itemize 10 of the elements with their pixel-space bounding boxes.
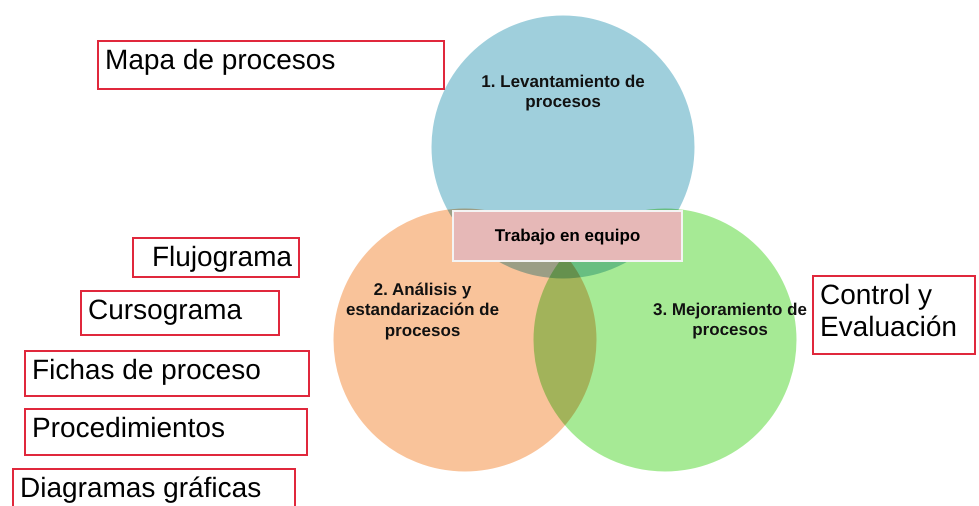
- outlined-label: Diagramas gráficas: [12, 468, 296, 506]
- outlined-label: Flujograma: [132, 237, 300, 278]
- circle-label: 3. Mejoramiento de procesos: [652, 300, 808, 341]
- circle-label: 2. Análisis y estandarización de procesos: [344, 280, 500, 342]
- outlined-label: Control y Evaluación: [812, 275, 976, 355]
- circle-label: 1. Levantamiento de procesos: [480, 72, 646, 113]
- outlined-label: Mapa de procesos: [97, 40, 445, 90]
- outlined-label: Procedimientos: [24, 408, 308, 456]
- outlined-label: Fichas de proceso: [24, 350, 310, 397]
- outlined-label: Cursograma: [80, 290, 280, 336]
